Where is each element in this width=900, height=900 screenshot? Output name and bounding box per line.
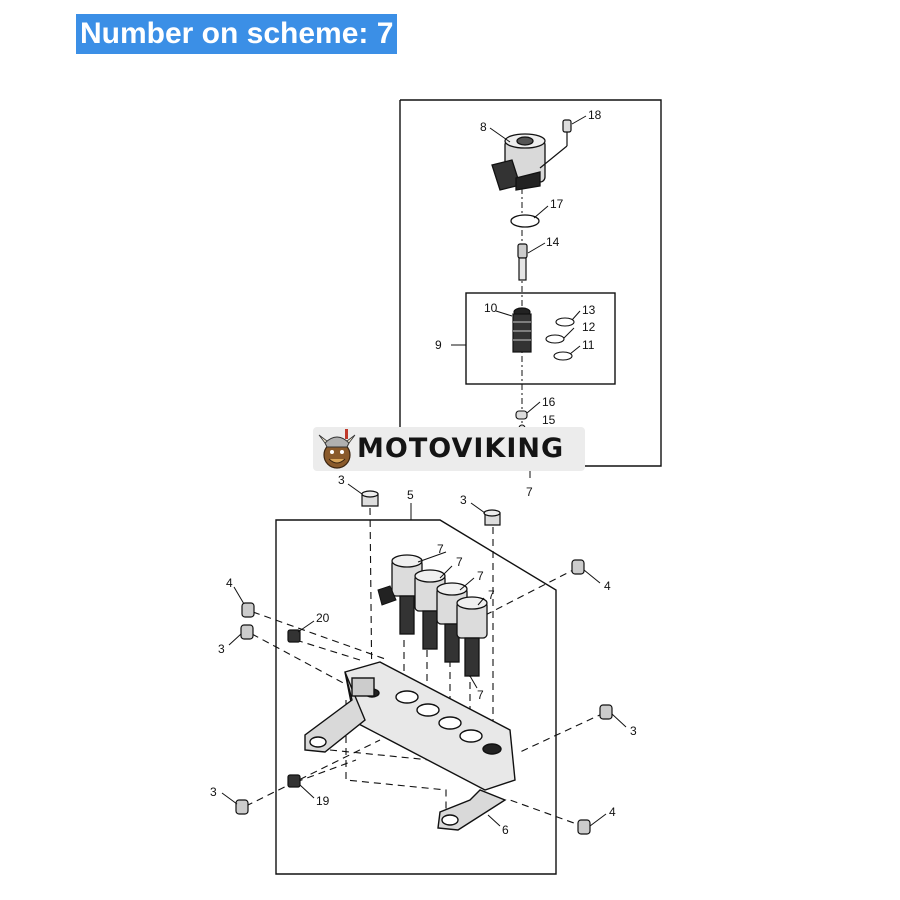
seal-rings-icon	[545, 317, 575, 361]
callout-number: 7	[456, 555, 463, 569]
callout-number: 20	[316, 611, 330, 625]
callout-number: 3	[210, 785, 217, 799]
solenoid-valve-icon	[456, 596, 488, 677]
callout-number: 11	[582, 338, 595, 352]
plug-fitting-icon	[571, 559, 585, 575]
callout-number: 7	[488, 588, 495, 602]
callout-number: 9	[435, 338, 442, 352]
valve-spool-icon	[512, 307, 532, 353]
callout-number: 4	[604, 579, 611, 593]
plug-fitting-icon	[287, 774, 301, 788]
callout-number: 19	[316, 794, 330, 808]
scheme-number-heading: Number on scheme: 7	[76, 14, 398, 54]
plug-fitting-icon	[577, 819, 591, 835]
plug-fitting-icon	[240, 624, 254, 640]
callout-number: 4	[226, 576, 233, 590]
callout-number: 5	[407, 488, 414, 502]
callout-number: 13	[582, 303, 596, 317]
plug-fitting-icon	[241, 602, 255, 618]
connector-pin-icon	[539, 119, 572, 169]
plug-fitting-icon	[483, 509, 501, 526]
valve-manifold-icon	[304, 661, 516, 831]
callout-number: 4	[609, 805, 616, 819]
callout-number: 8	[480, 120, 487, 134]
callout-number: 6	[502, 823, 509, 837]
watermark-text: MOTOVIKING	[357, 433, 565, 464]
callout-number: 15	[542, 413, 556, 427]
watermark-banner: MOTOVIKING	[313, 427, 585, 471]
callout-number: 3	[338, 473, 345, 487]
callout-number: 3	[630, 724, 637, 738]
callout-number: 7	[437, 542, 444, 556]
callout-number: 3	[218, 642, 225, 656]
solenoid-coil-icon	[491, 133, 546, 191]
plug-fitting-icon	[361, 490, 379, 507]
callout-number: 14	[546, 235, 560, 249]
callout-number: 7	[477, 569, 484, 583]
sub-assembly-frame	[465, 292, 616, 385]
plug-fitting-icon	[287, 629, 301, 643]
o-ring-icon	[510, 214, 540, 228]
manifold-frame	[275, 519, 557, 875]
plug-fitting-icon	[599, 704, 613, 720]
callout-number: 7	[477, 688, 484, 702]
callout-number: 17	[550, 197, 564, 211]
callout-number: 7	[526, 485, 533, 499]
callout-number: 3	[460, 493, 467, 507]
plug-fitting-icon	[235, 799, 249, 815]
callout-number: 18	[588, 108, 602, 122]
callout-number: 12	[582, 320, 596, 334]
viking-mascot-icon	[318, 429, 356, 469]
plunger-icon	[517, 243, 528, 281]
callout-number: 10	[484, 301, 498, 315]
callout-number: 16	[542, 395, 556, 409]
